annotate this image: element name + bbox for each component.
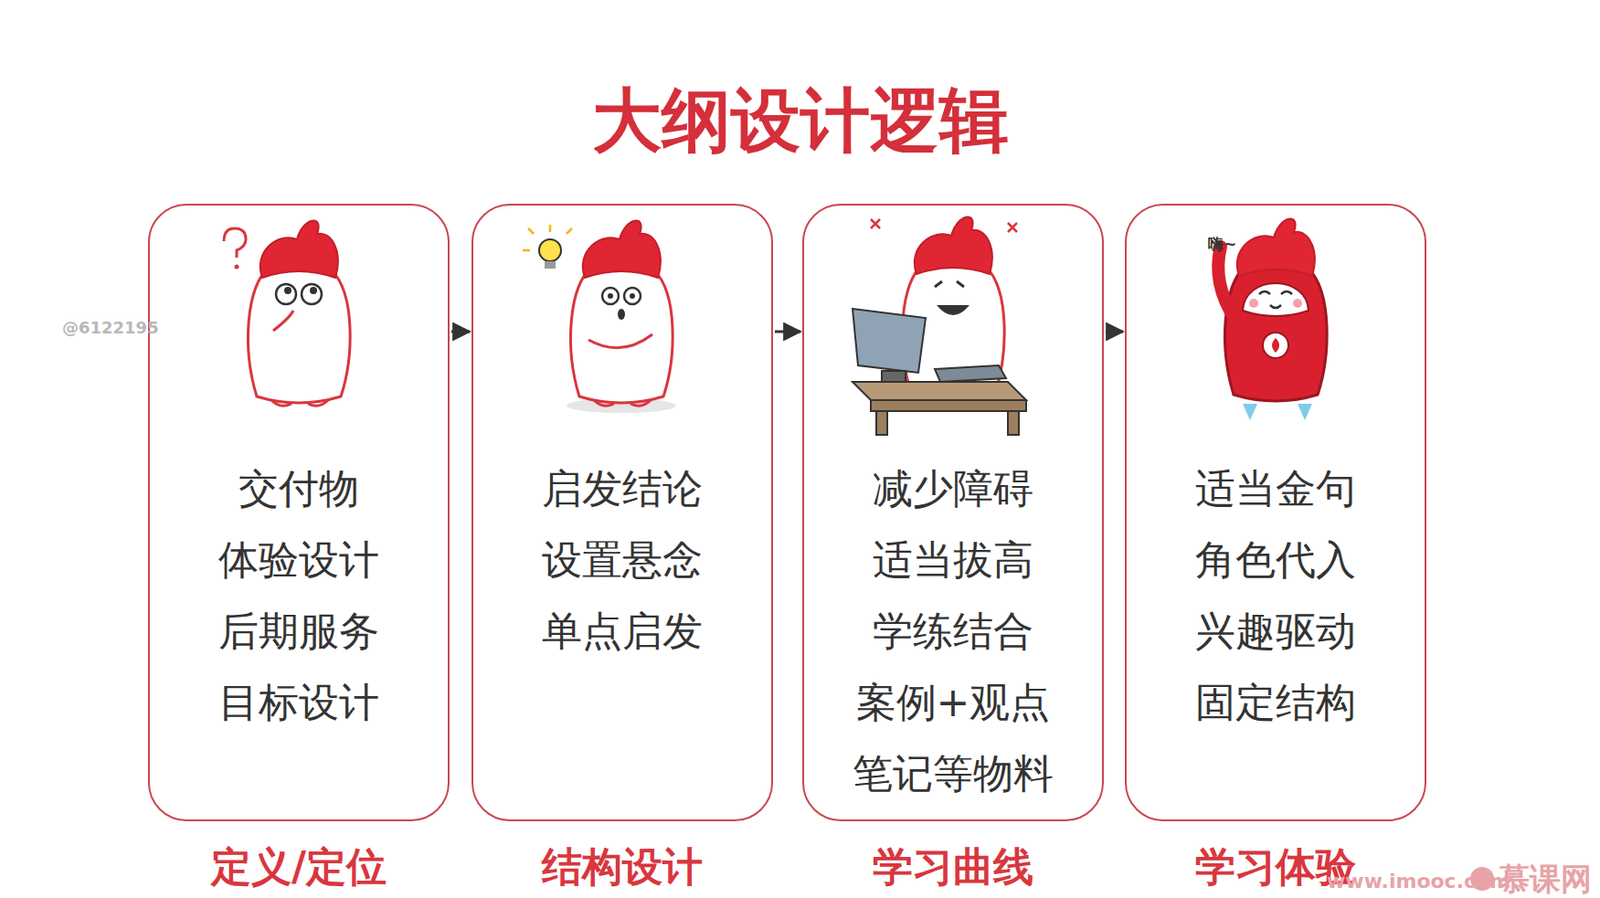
stage-box: 适当金句角色代入兴趣驱动固定结构学习体验 (1124, 203, 1427, 822)
list-item: 角色代入 (1126, 535, 1425, 585)
speech-text: 嗨~ (1207, 233, 1237, 255)
list-item: 后期服务 (149, 606, 448, 657)
list-item: 体验设计 (149, 535, 448, 585)
list-item: 减少障碍 (804, 464, 1102, 514)
stage-box: 交付物体验设计后期服务目标设计定义/定位 (148, 203, 450, 822)
thinking-mascot (223, 221, 350, 407)
diagram-title: 大纲设计逻辑 (0, 76, 1600, 165)
list-item: 目标设计 (149, 678, 448, 728)
list-item: 启发结论 (473, 464, 772, 514)
stage-caption: 结构设计 (473, 842, 772, 892)
stage-box: 启发结论设置悬念单点启发结构设计 (471, 203, 774, 822)
list-item: 学练结合 (804, 606, 1102, 657)
brand-watermark: 慕课网 (1498, 858, 1592, 898)
list-item: 适当金句 (1126, 464, 1425, 514)
site-watermark: www.imooc.com (1326, 869, 1511, 893)
list-item: 固定结构 (1126, 678, 1425, 728)
watermark-id: @6122195 (62, 317, 159, 338)
idea-mascot (522, 221, 677, 414)
flow-arrow (451, 330, 470, 334)
stage-box: 减少障碍适当拔高学练结合案例+观点笔记等物料学习曲线 (802, 203, 1104, 822)
list-item: 笔记等物料 (804, 749, 1102, 799)
list-item: 单点启发 (473, 606, 772, 657)
list-item: 设置悬念 (473, 535, 772, 585)
list-item: 适当拔高 (804, 535, 1102, 585)
stage-caption: 定义/定位 (149, 842, 448, 892)
list-item: 案例+观点 (804, 678, 1102, 728)
stage-caption: 学习曲线 (804, 842, 1102, 892)
list-item: 交付物 (149, 464, 448, 514)
flow-arrow (774, 330, 801, 334)
list-item: 兴趣驱动 (1126, 606, 1425, 657)
flow-arrow (1105, 330, 1124, 334)
computer-mascot (852, 217, 1027, 435)
